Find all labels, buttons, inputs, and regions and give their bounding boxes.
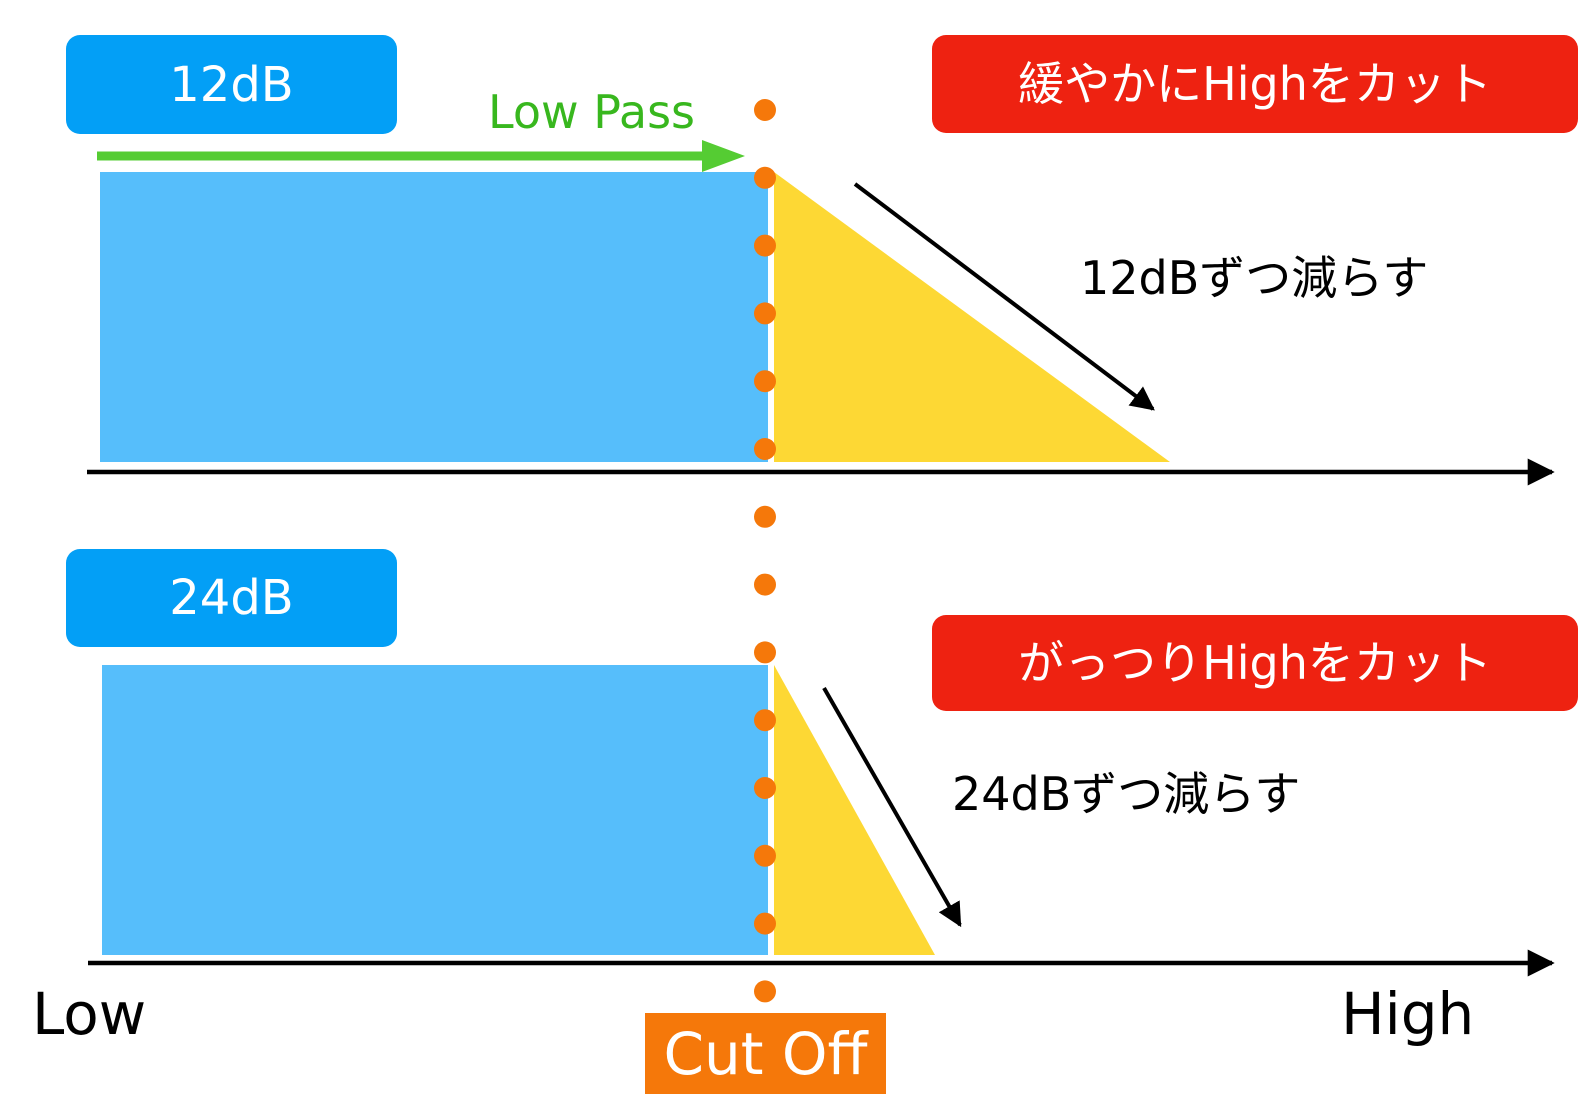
slope-badge-12db-label: 12dB [169,56,294,113]
slope-arrow-bottom [822,687,962,928]
cutoff-label: Cut Off [645,1013,886,1094]
slope-text-top: 12dBずつ減らす [1080,251,1429,305]
axis-low-label: Low [32,980,147,1048]
passband-area-bottom [102,665,768,955]
low-pass-arrow-head [702,140,745,172]
rolloff-area-bottom [774,665,935,955]
slope-text-bottom: 24dBずつ減らす [952,767,1301,821]
slope-badge-12db: 12dB [66,35,397,134]
cutoff-label-text: Cut Off [663,1019,868,1088]
gentle-cut-badge: 緩やかにHighをカット [932,35,1578,133]
axis-high-label: High [1341,980,1475,1048]
low-pass-label: Low Pass [488,85,695,139]
slope-badge-24db: 24dB [66,549,397,647]
steep-cut-badge: がっつりHighをカット [932,615,1578,711]
rolloff-area-top [774,172,1170,462]
slope-arrow-top [853,182,1155,411]
gentle-cut-badge-label: 緩やかにHighをカット [1018,57,1492,111]
steep-cut-badge-label: がっつりHighをカット [1018,636,1492,690]
slope-badge-24db-label: 24dB [169,570,294,626]
passband-area-top [100,172,768,462]
